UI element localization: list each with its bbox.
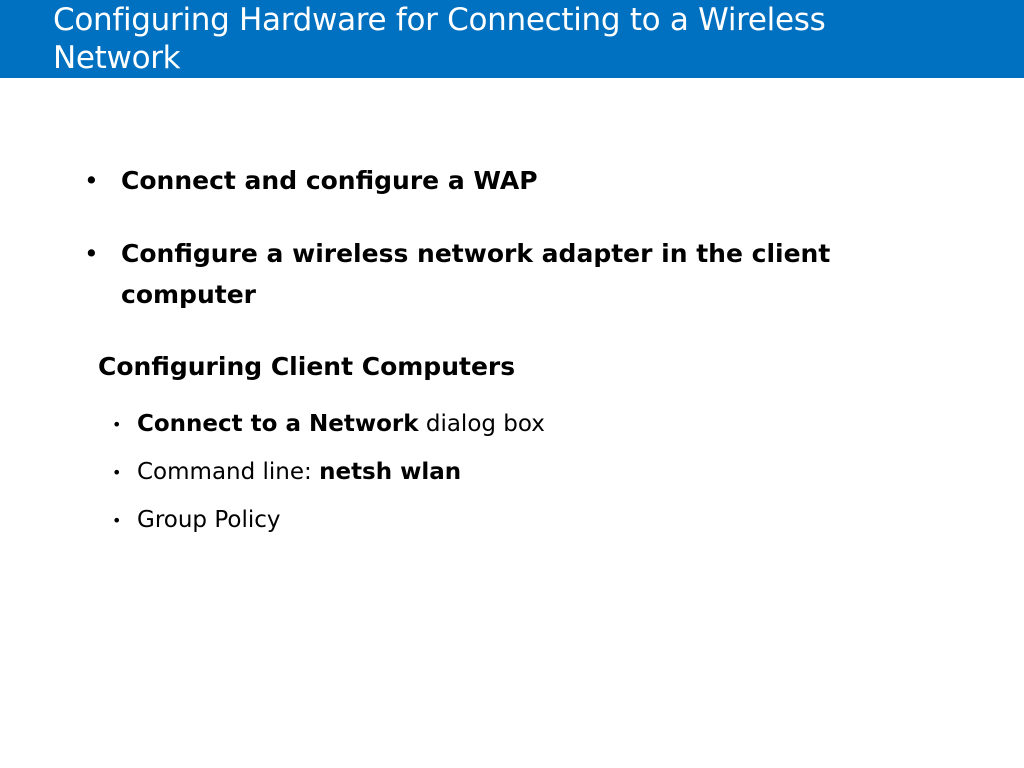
- sub-bullet-text: Command line:: [137, 459, 320, 485]
- sub-bullet-list: • Connect to a Network dialog box • Comm…: [112, 403, 545, 547]
- main-bullet-item: • Connect and configure a WAP: [80, 160, 960, 201]
- sub-bullet-bold-text: netsh wlan: [319, 459, 462, 485]
- section-heading: Configuring Client Computers: [98, 352, 516, 381]
- bullet-icon: •: [84, 166, 99, 195]
- sub-bullet-item: • Command line: netsh wlan: [112, 451, 545, 494]
- sub-bullet-text: dialog box: [418, 411, 545, 437]
- sub-bullet-bold-text: Connect to a Network: [137, 411, 419, 437]
- sub-bullet-text: Group Policy: [137, 507, 281, 533]
- main-bullet-text: Connect and configure a WAP: [121, 166, 538, 195]
- main-bullet-list: • Connect and configure a WAP • Configur…: [80, 160, 960, 315]
- sub-bullet-item: • Connect to a Network dialog box: [112, 403, 545, 446]
- bullet-icon: •: [112, 463, 122, 482]
- title-bar: Configuring Hardware for Connecting to a…: [0, 0, 1024, 78]
- main-bullet-text: Configure a wireless network adapter in …: [121, 239, 831, 309]
- bullet-icon: •: [84, 239, 99, 268]
- bullet-icon: •: [112, 415, 122, 434]
- slide-title: Configuring Hardware for Connecting to a…: [53, 2, 826, 76]
- bullet-icon: •: [112, 511, 122, 530]
- sub-bullet-item: • Group Policy: [112, 499, 545, 542]
- main-bullet-item: • Configure a wireless network adapter i…: [80, 233, 960, 315]
